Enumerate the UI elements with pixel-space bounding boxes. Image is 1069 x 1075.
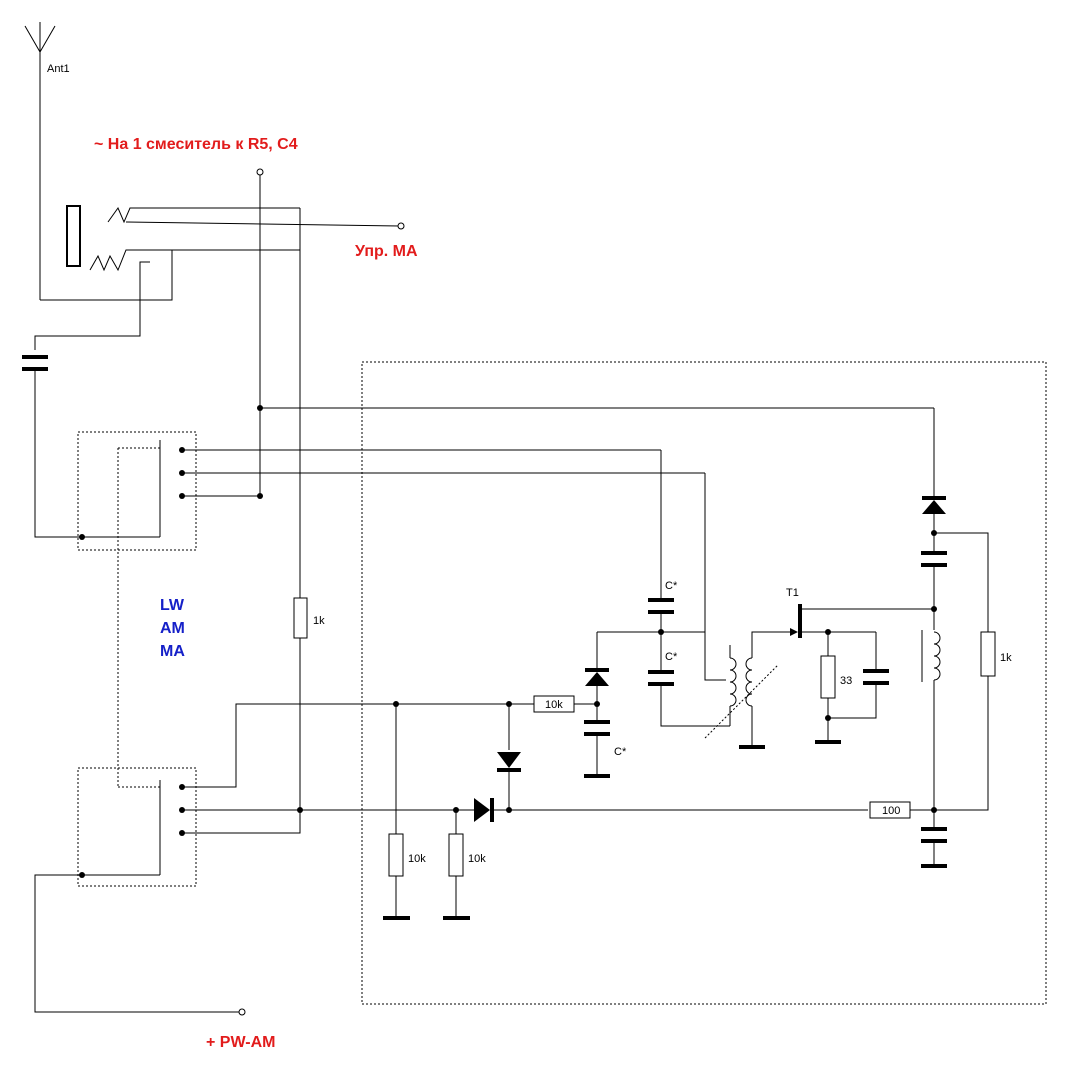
transistor-t1 bbox=[798, 604, 934, 638]
power-terminal bbox=[238, 1008, 246, 1016]
resistor-10k-bottom-right-label: 10k bbox=[468, 853, 486, 865]
power-label: + PW-AM bbox=[206, 1034, 275, 1051]
mixer-terminal bbox=[256, 168, 264, 176]
control-ma-label: Упр. МА bbox=[355, 243, 418, 260]
resistor-100-label: 100 bbox=[882, 805, 900, 817]
transformer-coil bbox=[704, 645, 779, 739]
antenna-label: Ant1 bbox=[47, 63, 70, 75]
resistor-1k-right-label: 1k bbox=[1000, 652, 1012, 664]
resistor-1k-left-label: 1k bbox=[313, 615, 325, 627]
module-outline bbox=[361, 361, 1047, 1005]
mixer-note-label: ~ На 1 смеситель к R5, C4 bbox=[94, 136, 298, 153]
resistor-10k-series-label: 10k bbox=[545, 699, 563, 711]
resistor-1k-left bbox=[293, 597, 308, 639]
transistor-label: T1 bbox=[786, 587, 799, 599]
coupling-capacitor bbox=[22, 355, 80, 538]
cap-lower-label: C* bbox=[665, 651, 678, 663]
diode-vertical bbox=[497, 752, 521, 772]
varicap-diode bbox=[585, 668, 609, 686]
resistor-10k-bottom-right bbox=[448, 833, 464, 877]
choke-coil bbox=[921, 630, 941, 682]
band-switch-top bbox=[77, 431, 705, 787]
cap-upper-label: C* bbox=[665, 580, 678, 592]
resistor-1k-right bbox=[980, 631, 996, 677]
band-switch-bottom bbox=[34, 703, 534, 1013]
band-label-am: AM bbox=[160, 620, 185, 637]
band-label-ma: MA bbox=[160, 643, 185, 660]
jack-connector bbox=[34, 205, 401, 598]
resistor-33 bbox=[820, 655, 836, 699]
band-label-lw: LW bbox=[160, 597, 185, 614]
control-ma-terminal bbox=[397, 222, 405, 230]
diode-right bbox=[922, 496, 946, 514]
varicap-cap-label: C* bbox=[614, 746, 627, 758]
resistor-33-label: 33 bbox=[840, 675, 852, 687]
diode-horizontal bbox=[474, 798, 494, 822]
antenna-symbol bbox=[24, 22, 56, 300]
resistor-10k-bottom-left bbox=[388, 833, 404, 877]
resistor-10k-bottom-left-label: 10k bbox=[408, 853, 426, 865]
